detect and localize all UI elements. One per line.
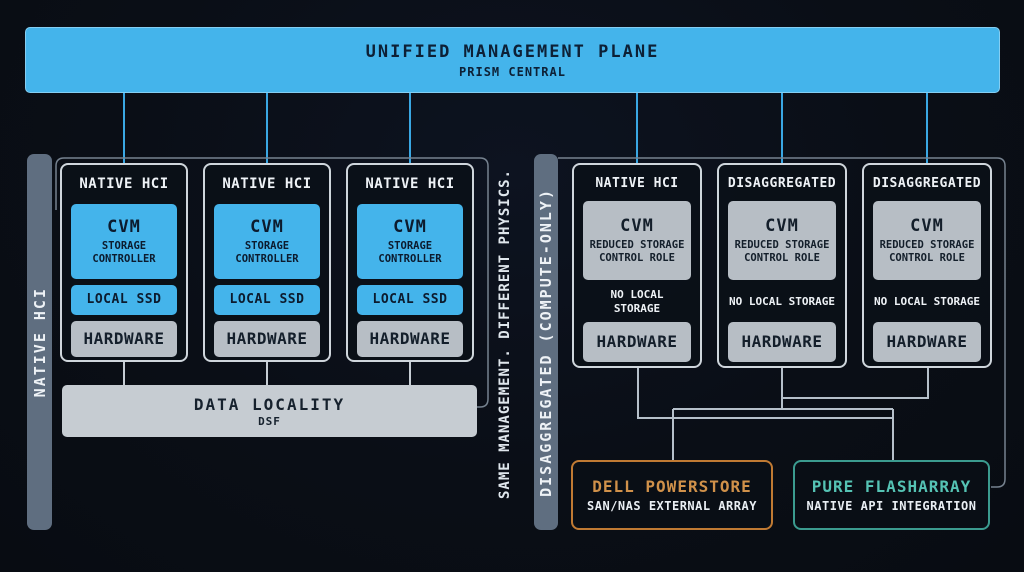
cvm-sublabel: STORAGE CONTROLLER	[378, 240, 442, 266]
cvm-label: CVM	[620, 215, 654, 236]
cvm-sublabel: REDUCED STORAGE CONTROL ROLE	[879, 239, 975, 265]
blue-connector-lines	[123, 93, 928, 164]
cvm-label: CVM	[393, 216, 427, 237]
pure-flasharray-box: PURE FLASHARRAY NATIVE API INTEGRATION	[793, 460, 990, 530]
native-hci-rail-label: NATIVE HCI	[30, 286, 49, 398]
dell-powerstore-title: DELL POWERSTORE	[592, 477, 752, 496]
pure-flasharray-title: PURE FLASHARRAY	[811, 477, 972, 496]
cvm-reduced-role-box: CVM REDUCED STORAGE CONTROL ROLE	[728, 201, 836, 280]
divider-caption-text: SAME MANAGEMENT. DIFFERENT PHYSICS.	[497, 168, 513, 499]
dell-powerstore-subtitle: SAN/NAS EXTERNAL ARRAY	[587, 499, 757, 513]
divider-caption: SAME MANAGEMENT. DIFFERENT PHYSICS.	[492, 154, 518, 514]
native-hci-node-card-1: NATIVE HCI CVM STORAGE CONTROLLER LOCAL …	[60, 163, 188, 362]
no-local-storage-note: NO LOCAL STORAGE	[610, 287, 664, 315]
hardware-box: HARDWARE	[873, 322, 981, 362]
card-title: NATIVE HCI	[595, 176, 679, 191]
cvm-label: CVM	[250, 216, 284, 237]
cvm-storage-controller-box: CVM STORAGE CONTROLLER	[71, 204, 177, 279]
hardware-box: HARDWARE	[71, 321, 177, 357]
card-title: DISAGGREGATED	[727, 176, 837, 191]
data-locality-box: DATA LOCALITY DSF	[62, 385, 477, 437]
banner-title: UNIFIED MANAGEMENT PLANE	[365, 41, 660, 62]
cvm-storage-controller-box: CVM STORAGE CONTROLLER	[214, 204, 320, 279]
native-hci-node-card-2: NATIVE HCI CVM STORAGE CONTROLLER LOCAL …	[203, 163, 331, 362]
disaggregated-rail: DISAGGREGATED (COMPUTE-ONLY)	[534, 154, 558, 530]
card-title: NATIVE HCI	[365, 176, 455, 192]
card-title: NATIVE HCI	[79, 176, 169, 192]
cvm-reduced-role-box: CVM REDUCED STORAGE CONTROL ROLE	[583, 201, 691, 280]
native-hci-node-card-3: NATIVE HCI CVM STORAGE CONTROLLER LOCAL …	[346, 163, 474, 362]
hardware-box: HARDWARE	[583, 322, 691, 362]
card-title: NATIVE HCI	[222, 176, 312, 192]
unified-management-plane-banner: UNIFIED MANAGEMENT PLANE PRISM CENTRAL	[25, 27, 1000, 93]
no-local-storage-note: NO LOCAL STORAGE	[874, 294, 980, 308]
pure-flasharray-subtitle: NATIVE API INTEGRATION	[806, 499, 977, 513]
local-ssd-box: LOCAL SSD	[357, 285, 463, 315]
cvm-sublabel: REDUCED STORAGE CONTROL ROLE	[734, 239, 830, 265]
hardware-box: HARDWARE	[357, 321, 463, 357]
banner-subtitle: PRISM CENTRAL	[459, 64, 566, 79]
cvm-sublabel: STORAGE CONTROLLER	[92, 240, 156, 266]
cvm-label: CVM	[765, 215, 799, 236]
cvm-sublabel: REDUCED STORAGE CONTROL ROLE	[589, 239, 685, 265]
cvm-storage-controller-box: CVM STORAGE CONTROLLER	[357, 204, 463, 279]
data-locality-title: DATA LOCALITY	[193, 394, 346, 414]
cvm-sublabel: STORAGE CONTROLLER	[235, 240, 299, 266]
hardware-box: HARDWARE	[728, 322, 836, 362]
compute-node-card-1: NATIVE HCI CVM REDUCED STORAGE CONTROL R…	[572, 163, 702, 368]
native-hci-rail: NATIVE HCI	[27, 154, 52, 530]
cvm-label: CVM	[107, 216, 141, 237]
dell-powerstore-box: DELL POWERSTORE SAN/NAS EXTERNAL ARRAY	[571, 460, 773, 530]
disaggregated-rail-label: DISAGGREGATED (COMPUTE-ONLY)	[537, 187, 555, 497]
local-ssd-box: LOCAL SSD	[214, 285, 320, 315]
hardware-box: HARDWARE	[214, 321, 320, 357]
data-locality-subtitle: DSF	[258, 414, 281, 428]
compute-node-card-3: DISAGGREGATED CVM REDUCED STORAGE CONTRO…	[862, 163, 992, 368]
no-local-storage-note: NO LOCAL STORAGE	[729, 294, 835, 308]
compute-node-card-2: DISAGGREGATED CVM REDUCED STORAGE CONTRO…	[717, 163, 847, 368]
cvm-reduced-role-box: CVM REDUCED STORAGE CONTROL ROLE	[873, 201, 981, 280]
left-bottom-connectors	[123, 362, 411, 385]
card-title: DISAGGREGATED	[872, 176, 982, 191]
cvm-label: CVM	[910, 215, 944, 236]
right-bottom-connectors	[637, 368, 929, 460]
local-ssd-box: LOCAL SSD	[71, 285, 177, 315]
